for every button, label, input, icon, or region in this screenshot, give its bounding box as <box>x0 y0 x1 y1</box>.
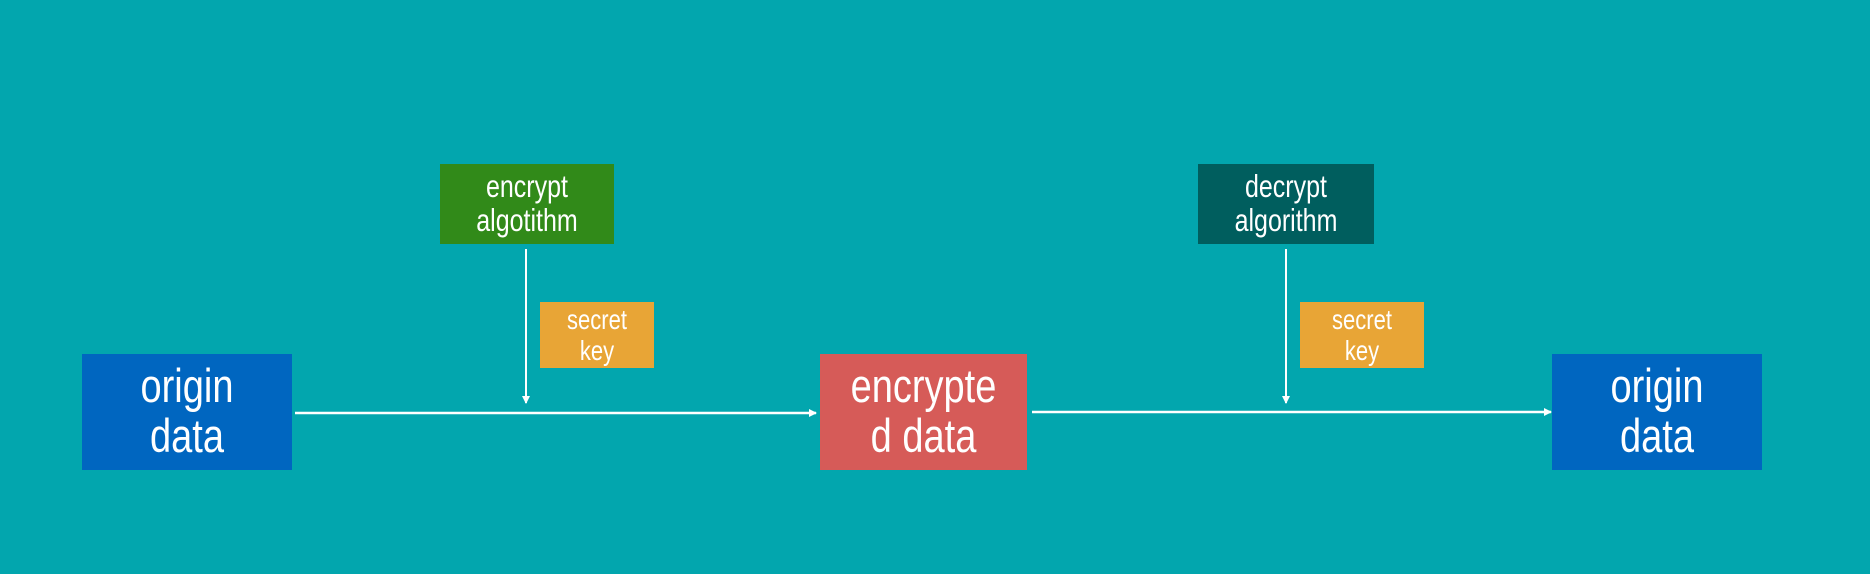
origin-data-right: origin data <box>1552 354 1762 470</box>
label-line2: d data <box>870 410 977 464</box>
label-line1: origin <box>140 360 234 414</box>
label-line2: data <box>1620 410 1694 464</box>
label-line1: origin <box>1610 360 1704 414</box>
label-line1: encrypte <box>850 360 997 414</box>
secret-key-right: secret key <box>1300 302 1424 368</box>
label-line1: secret <box>567 303 627 336</box>
label-line2: algotithm <box>476 203 578 239</box>
encrypt-algorithm: encrypt algotithm <box>440 164 614 244</box>
label-line1: encrypt <box>486 169 568 205</box>
label-line2: key <box>579 334 615 367</box>
decrypt-algorithm: decrypt algorithm <box>1198 164 1374 244</box>
secret-key-left: secret key <box>540 302 654 368</box>
label-line2: key <box>1344 334 1380 367</box>
label-line2: data <box>150 410 224 464</box>
label-line1: secret <box>1332 303 1392 336</box>
label-line2: algorithm <box>1234 203 1338 239</box>
origin-data-left: origin data <box>82 354 292 470</box>
encrypted-data: encrypte d data <box>820 354 1027 470</box>
label-line1: decrypt <box>1245 169 1327 205</box>
